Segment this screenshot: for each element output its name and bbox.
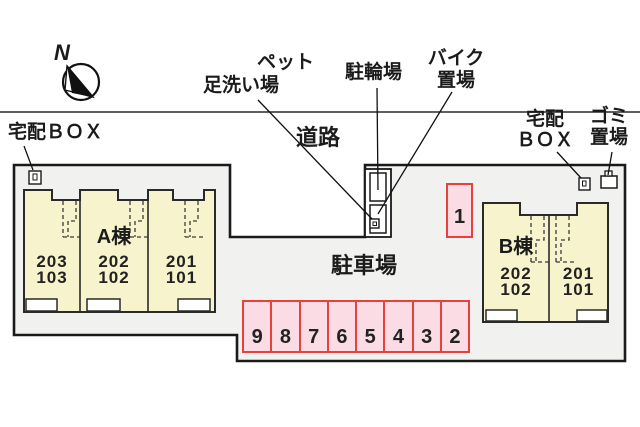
road-label: 道路 — [296, 125, 341, 150]
compass-icon — [61, 62, 101, 102]
building-a-name: A棟 — [96, 226, 132, 248]
pet-wash-label-line1: ペット — [257, 52, 315, 73]
building-a — [23, 189, 216, 313]
building-b — [482, 202, 609, 323]
building-a-balcony-3 — [177, 298, 211, 312]
delivery-box-right-icon — [578, 177, 591, 191]
building-b-balcony-2 — [576, 309, 608, 322]
north-label: N — [54, 40, 70, 65]
delivery-box-right-label: 宅配 ＢＯＸ — [516, 109, 574, 151]
bike-area-structure — [364, 168, 392, 238]
building-a-balcony-2 — [86, 298, 121, 312]
leader-garbage — [607, 151, 613, 176]
garbage-area-label: ゴミ 置場 — [589, 106, 628, 148]
building-a-unit-1: 203 103 — [36, 252, 68, 287]
parking-space-9: 9 — [251, 326, 263, 348]
leader-delivery-left — [23, 145, 34, 171]
parking-row: 9 8 7 6 5 4 3 2 — [242, 300, 470, 353]
delivery-box-left-icon — [28, 170, 42, 185]
building-b-unit-2: 201 101 — [562, 264, 595, 299]
parking-space-8: 8 — [270, 302, 298, 351]
parking-space-6: 6 — [326, 302, 355, 351]
parking-space-4: 4 — [383, 302, 411, 351]
building-a-stairs-dashed — [62, 201, 204, 238]
building-b-balcony-1 — [485, 309, 518, 322]
delivery-box-left-label: 宅配ＢＯＸ — [8, 122, 104, 143]
parking-space-2: 2 — [439, 302, 468, 351]
bike-storage-label: バイク 置場 — [427, 48, 485, 91]
building-b-unit-1: 202 102 — [500, 264, 532, 299]
bicycle-parking-label: 駐輪場 — [345, 62, 403, 83]
leader-lines — [23, 87, 613, 220]
building-b-stairs-dashed — [530, 216, 577, 263]
parking-space-3: 3 — [411, 302, 440, 351]
parking-area-label: 駐車場 — [330, 253, 397, 278]
leader-delivery-right — [556, 151, 582, 179]
building-b-name: B棟 — [498, 236, 534, 258]
leader-bicycle — [376, 87, 379, 191]
pet-wash-label-line2: 足洗い場 — [203, 75, 280, 96]
pet-wash-box — [369, 218, 380, 229]
building-a-unit-3: 201 101 — [165, 252, 198, 287]
parking-space-7: 7 — [298, 302, 327, 351]
building-a-balcony-1 — [25, 298, 58, 312]
leader-bike-storage — [377, 91, 453, 215]
building-a-unit-2: 202 102 — [98, 252, 130, 287]
parking-space-5: 5 — [355, 302, 383, 351]
leader-pet-wash — [257, 99, 373, 220]
parking-space-1: 1 — [446, 183, 473, 238]
